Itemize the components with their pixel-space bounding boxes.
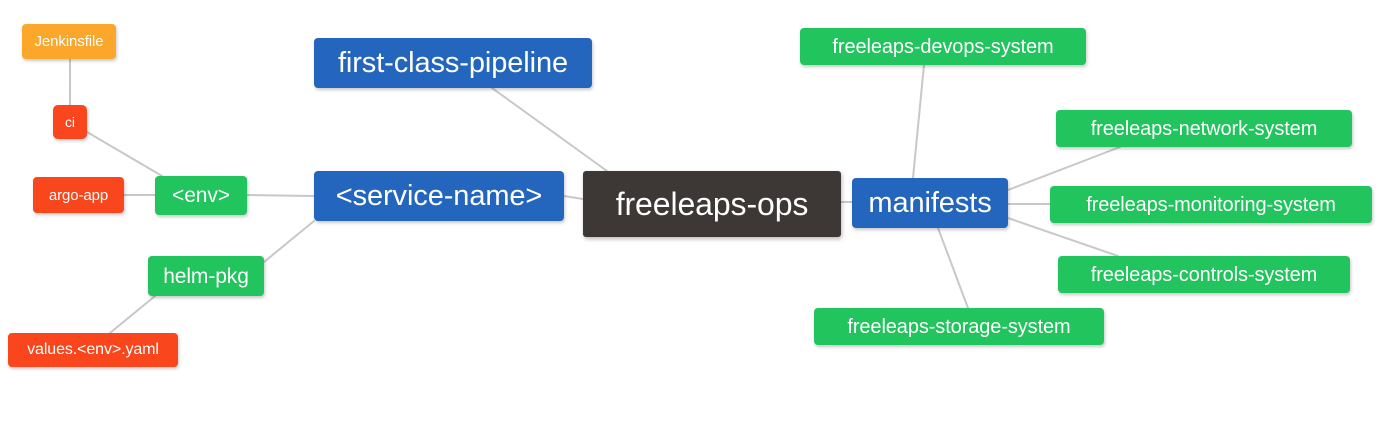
node-freeleaps-devops-system[interactable]: freeleaps-devops-system xyxy=(800,28,1086,65)
node-label: freeleaps-storage-system xyxy=(847,315,1071,338)
node-service-name[interactable]: <service-name> xyxy=(314,171,564,221)
edge-helmpkg-values xyxy=(109,295,156,334)
node-env[interactable]: <env> xyxy=(155,176,247,215)
edge-env-servicename xyxy=(246,194,315,197)
node-first-class-pipeline[interactable]: first-class-pipeline xyxy=(314,38,592,88)
node-freeleaps-storage-system[interactable]: freeleaps-storage-system xyxy=(814,308,1104,345)
node-values-env-yaml[interactable]: values.<env>.yaml xyxy=(8,333,178,367)
node-label: <env> xyxy=(172,184,230,207)
edge-manifests-network xyxy=(1007,146,1121,191)
edge-ci-env xyxy=(86,131,163,177)
edge-manifests-devops xyxy=(912,64,925,179)
node-freeleaps-ops[interactable]: freeleaps-ops xyxy=(583,171,841,237)
node-jenkinsfile[interactable]: Jenkinsfile xyxy=(22,24,116,59)
node-manifests[interactable]: manifests xyxy=(852,178,1008,228)
edge-manifests-controls xyxy=(1007,217,1119,257)
edge-servicename-ops xyxy=(563,195,584,200)
edge-pipeline-ops xyxy=(491,87,608,172)
node-label: helm-pkg xyxy=(163,264,249,288)
node-argo-app[interactable]: argo-app xyxy=(33,177,124,213)
node-label: argo-app xyxy=(48,186,109,204)
node-helm-pkg[interactable]: helm-pkg xyxy=(148,256,264,296)
node-label: first-class-pipeline xyxy=(337,46,569,79)
edge-manifests-storage xyxy=(937,227,969,309)
node-label: freeleaps-network-system xyxy=(1090,117,1318,140)
edge-servicename-helmpkg xyxy=(263,220,315,263)
node-label: values.<env>.yaml xyxy=(27,341,159,358)
node-label: <service-name> xyxy=(335,179,543,212)
node-label: manifests xyxy=(868,186,992,219)
node-label: ci xyxy=(65,114,75,130)
node-label: freeleaps-controls-system xyxy=(1090,263,1318,286)
node-ci[interactable]: ci xyxy=(53,105,87,139)
node-label: Jenkinsfile xyxy=(34,33,104,50)
node-freeleaps-network-system[interactable]: freeleaps-network-system xyxy=(1056,110,1352,147)
node-freeleaps-monitoring-system[interactable]: freeleaps-monitoring-system xyxy=(1050,186,1372,223)
node-label: freeleaps-ops xyxy=(615,186,809,222)
node-freeleaps-controls-system[interactable]: freeleaps-controls-system xyxy=(1058,256,1350,293)
node-label: freeleaps-monitoring-system xyxy=(1086,193,1336,216)
node-label: freeleaps-devops-system xyxy=(832,35,1054,58)
